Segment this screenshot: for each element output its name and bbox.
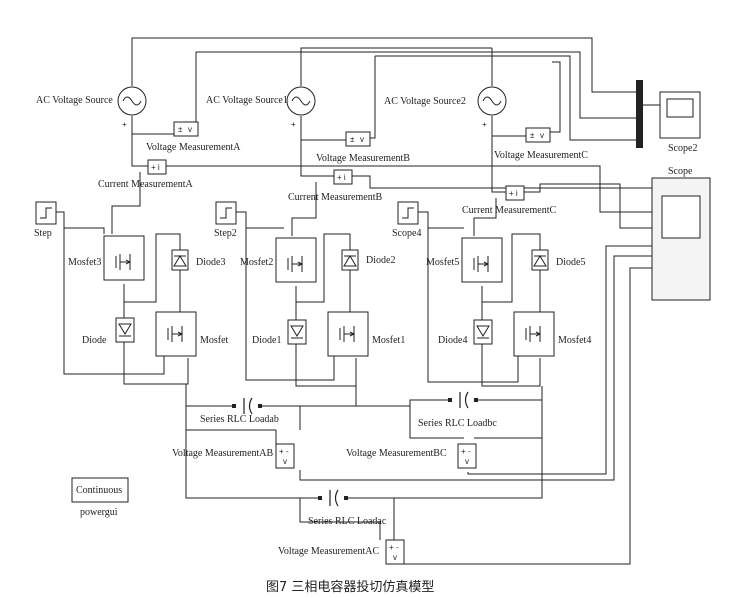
diode2-label: Diode2	[366, 255, 396, 266]
rlc-ab-label: Series RLC Loadab	[200, 414, 279, 425]
svg-text:+: +	[291, 120, 296, 129]
diode-label: Diode	[82, 335, 107, 346]
ac-source-a-label: AC Voltage Source	[36, 95, 113, 106]
svg-text:+ i: + i	[337, 173, 346, 182]
scope4-label: Scope4	[392, 228, 422, 239]
vmeas-ac-label: Voltage MeasurementAC	[278, 546, 380, 557]
cmeas-c-label: Current MeasurementC	[462, 205, 557, 216]
step2-label: Step2	[214, 228, 237, 239]
svg-text:+: +	[461, 447, 466, 456]
ac-source-2-label: AC Voltage Source2	[384, 96, 466, 107]
vmeas-ab-label: Voltage MeasurementAB	[172, 448, 274, 459]
svg-text:v: v	[283, 457, 287, 466]
svg-text:+: +	[389, 543, 394, 552]
svg-text:-: -	[396, 543, 399, 552]
svg-text:v: v	[393, 553, 397, 562]
svg-text:+ i: + i	[151, 163, 160, 172]
mosfet4-label: Mosfet4	[558, 335, 592, 346]
rlc-bc-label: Series RLC Loadbc	[418, 418, 497, 429]
svg-text:v: v	[188, 125, 192, 134]
svg-text:±: ±	[350, 135, 355, 144]
mosfet5-label: Mosfet5	[426, 257, 460, 268]
svg-text:+ i: + i	[509, 189, 518, 198]
vmeas-c-label: Voltage MeasurementC	[494, 150, 588, 161]
step-label: Step	[34, 228, 52, 239]
diode3-label: Diode3	[196, 257, 226, 268]
mosfet1-label: Mosfet1	[372, 335, 406, 346]
cmeas-a-label: Current MeasurementA	[98, 179, 193, 190]
svg-text:-: -	[468, 447, 471, 456]
vmeas-b-label: Voltage MeasurementB	[316, 153, 410, 164]
diode4-label: Diode4	[438, 335, 468, 346]
cmeas-b-label: Current MeasurementB	[288, 192, 383, 203]
svg-text:+: +	[279, 447, 284, 456]
svg-text:v: v	[465, 457, 469, 466]
svg-text:+: +	[482, 120, 487, 129]
vmeas-bc-label: Voltage MeasurementBC	[346, 448, 447, 459]
scope-label: Scope	[668, 166, 693, 177]
powergui-block-text: Continuous	[76, 485, 123, 496]
svg-text:+: +	[122, 120, 127, 129]
mosfet2-label: Mosfet2	[240, 257, 274, 268]
svg-text:±: ±	[178, 125, 183, 134]
svg-text:v: v	[360, 135, 364, 144]
scope2-label: Scope2	[668, 143, 698, 154]
svg-text:v: v	[540, 131, 544, 140]
figure-caption: 图7 三相电容器投切仿真模型	[266, 580, 435, 595]
ac-source-1-label: AC Voltage Source1	[206, 95, 288, 106]
rlc-ac-label: Series RLC Loadac	[308, 516, 387, 527]
diode1-label: Diode1	[252, 335, 282, 346]
svg-text:-: -	[286, 447, 289, 456]
diode5-label: Diode5	[556, 257, 586, 268]
mosfet-label: Mosfet	[200, 335, 229, 346]
vmeas-a-label: Voltage MeasurementA	[146, 142, 241, 153]
powergui-label: powergui	[80, 507, 118, 518]
mosfet3-label: Mosfet3	[68, 257, 102, 268]
svg-text:±: ±	[530, 131, 535, 140]
